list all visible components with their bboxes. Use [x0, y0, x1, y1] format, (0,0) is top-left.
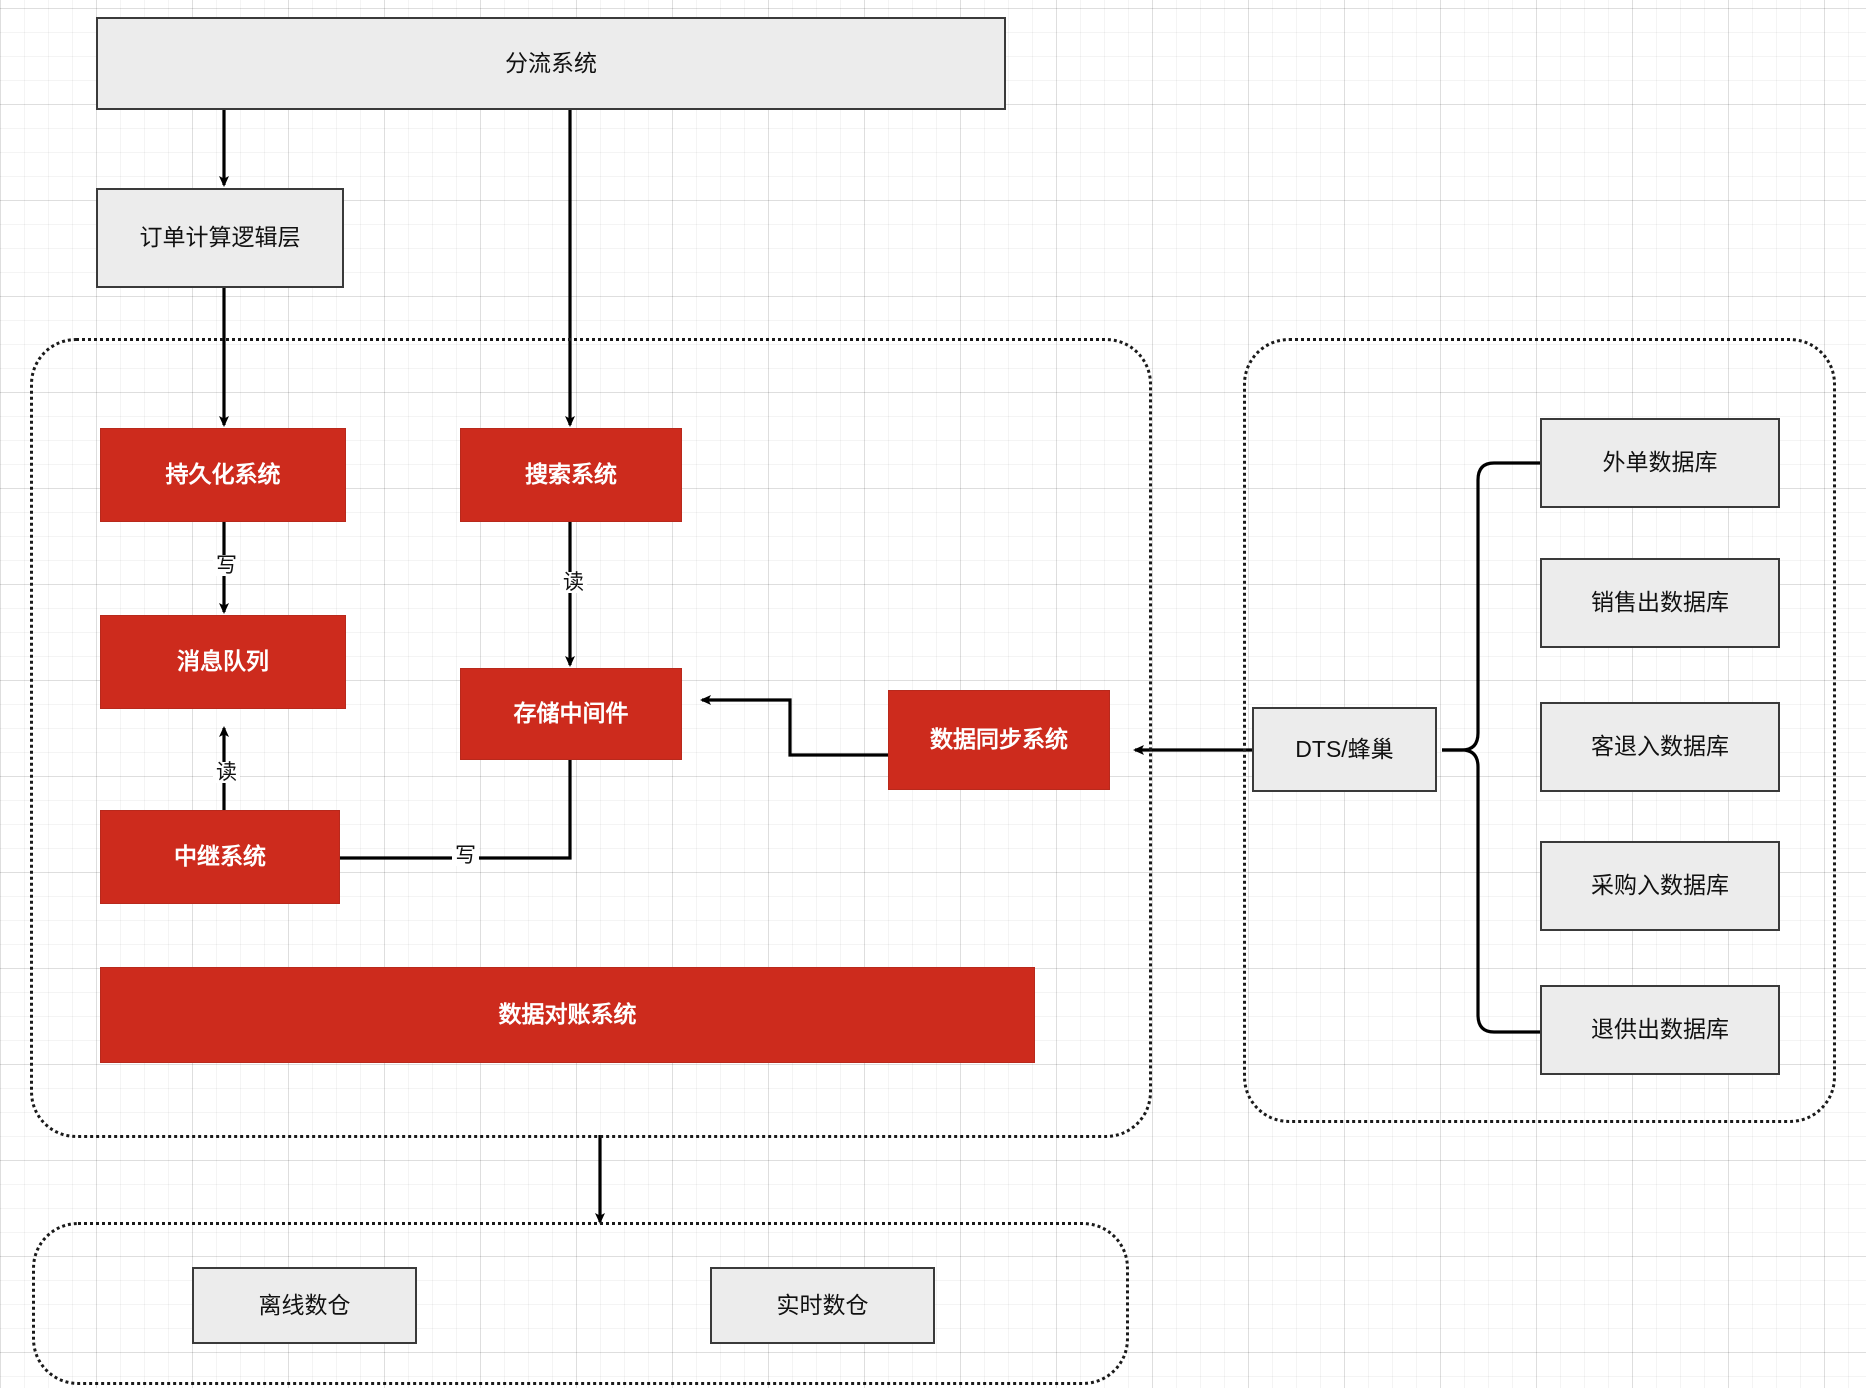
node-realtime-warehouse-label: 实时数仓	[776, 1291, 869, 1318]
node-data-sync-system-label: 数据同步系统	[930, 726, 1068, 753]
data-warehouse-group	[32, 1222, 1129, 1385]
node-db-external-order[interactable]: 外单数据库	[1540, 418, 1780, 508]
node-persistence-system[interactable]: 持久化系统	[100, 428, 346, 522]
node-db-external-order-label: 外单数据库	[1602, 449, 1718, 476]
node-dts-hive[interactable]: DTS/蜂巢	[1252, 707, 1437, 792]
node-db-return-supplier-out[interactable]: 退供出数据库	[1540, 985, 1780, 1075]
node-order-calc-layer[interactable]: 订单计算逻辑层	[96, 188, 344, 288]
node-persistence-system-label: 持久化系统	[165, 461, 281, 488]
node-db-customer-return-in-label: 客退入数据库	[1591, 733, 1729, 760]
node-relay-system-label: 中继系统	[174, 843, 266, 870]
node-relay-system[interactable]: 中继系统	[100, 810, 340, 904]
node-order-calc-layer-label: 订单计算逻辑层	[139, 224, 301, 251]
data-source-group	[1243, 338, 1836, 1123]
node-data-reconciliation-system[interactable]: 数据对账系统	[100, 967, 1035, 1063]
node-storage-middleware[interactable]: 存储中间件	[460, 668, 682, 760]
node-db-purchase-in-label: 采购入数据库	[1591, 872, 1729, 899]
core-domain-group	[30, 338, 1152, 1138]
node-db-sales-out-label: 销售出数据库	[1591, 589, 1729, 616]
node-db-return-supplier-out-label: 退供出数据库	[1591, 1016, 1729, 1043]
node-message-queue-label: 消息队列	[177, 648, 269, 675]
node-search-system-label: 搜索系统	[525, 461, 617, 488]
node-offline-warehouse[interactable]: 离线数仓	[192, 1267, 417, 1344]
node-db-sales-out[interactable]: 销售出数据库	[1540, 558, 1780, 648]
node-dts-hive-label: DTS/蜂巢	[1295, 735, 1394, 762]
node-db-purchase-in[interactable]: 采购入数据库	[1540, 841, 1780, 931]
node-realtime-warehouse[interactable]: 实时数仓	[710, 1267, 935, 1344]
edge-label-read-storage: 读	[560, 572, 587, 593]
edge-label-write-to-mq: 写	[213, 555, 240, 576]
node-db-customer-return-in[interactable]: 客退入数据库	[1540, 702, 1780, 792]
edge-label-read-from-mq: 读	[213, 762, 240, 783]
edge-label-write-storage: 写	[452, 845, 479, 866]
node-storage-middleware-label: 存储中间件	[513, 700, 629, 727]
node-search-system[interactable]: 搜索系统	[460, 428, 682, 522]
node-offline-warehouse-label: 离线数仓	[258, 1291, 351, 1318]
node-data-reconciliation-system-label: 数据对账系统	[498, 1001, 637, 1028]
node-traffic-system-label: 分流系统	[505, 49, 597, 76]
node-data-sync-system[interactable]: 数据同步系统	[888, 690, 1110, 790]
node-traffic-system[interactable]: 分流系统	[96, 17, 1006, 110]
node-message-queue[interactable]: 消息队列	[100, 615, 346, 709]
